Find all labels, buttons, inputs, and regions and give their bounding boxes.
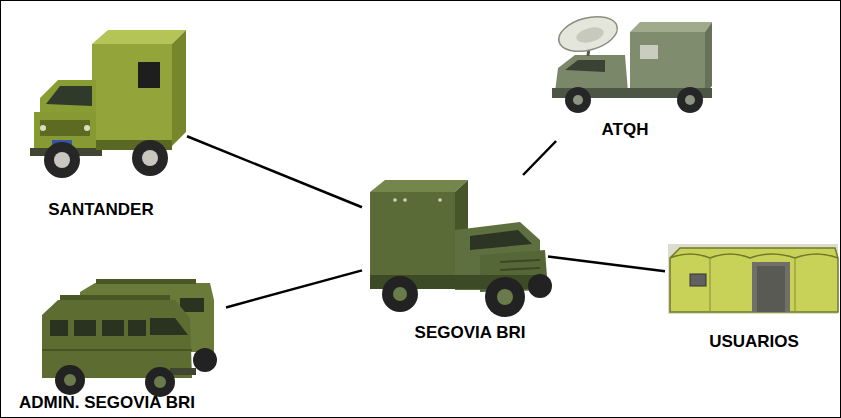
admin-vans-part <box>64 374 76 386</box>
admin-vans-part <box>154 376 166 388</box>
atqh-vehicle-part <box>575 25 606 46</box>
segovia-bri-truck-part <box>393 198 397 202</box>
users-tent-part <box>670 254 838 258</box>
atqh-vehicle-part <box>573 95 583 105</box>
vehicle-node: USUARIOS <box>665 240 837 353</box>
vehicle-node: SANTANDER <box>15 25 187 221</box>
admin-vans-part <box>74 320 96 336</box>
santander-truck-part <box>40 125 46 131</box>
atqh-vehicle-part <box>630 32 705 94</box>
santander-truck-part <box>172 30 186 146</box>
admin-vans-part <box>180 298 204 312</box>
users-tent <box>668 244 838 314</box>
segovia-bri-truck-part <box>370 180 468 192</box>
atqh-vehicle-part <box>677 87 703 113</box>
santander-truck-part <box>40 120 90 136</box>
node-label: SANTANDER <box>46 199 156 221</box>
admin-vans-part <box>193 348 217 372</box>
admin-vans-part <box>150 318 188 335</box>
segovia-bri-truck-part <box>438 198 442 202</box>
node-label: SEGOVIA BRI <box>413 322 528 344</box>
admin-vans-part <box>42 349 192 351</box>
vehicle-caption: SANTANDER <box>46 199 156 221</box>
admin-vans-part <box>170 368 196 375</box>
santander-truck-part <box>54 152 70 168</box>
node-label: ADMIN. SEGOVIA BRI <box>17 392 197 414</box>
admin-vans-part <box>60 295 170 300</box>
vehicle-caption: ADMIN. SEGOVIA BRI <box>17 392 197 414</box>
santander-truck-part <box>142 150 158 166</box>
users-tent-part <box>690 274 706 286</box>
admin-vans-part <box>50 320 68 336</box>
segovia-bri-truck-part <box>497 289 513 305</box>
users-tent-part <box>709 258 710 312</box>
segovia-bri-truck-part <box>403 198 407 202</box>
vehicle-caption: ATQH <box>600 119 651 141</box>
users-tent-part <box>668 244 838 314</box>
node-label: ATQH <box>600 119 651 141</box>
santander-truck-part <box>40 80 96 112</box>
santander-truck-part <box>84 125 90 131</box>
segovia-bri-truck-part <box>470 230 532 250</box>
users-tent-part <box>752 262 790 312</box>
segovia-bri-truck <box>370 180 552 317</box>
atqh-vehicle-part <box>555 55 628 92</box>
admin-vans-part <box>96 279 196 284</box>
atqh-vehicle-part <box>685 95 695 105</box>
vehicle-node: SEGOVIA BRI <box>362 175 548 344</box>
atqh-vehicle-part <box>565 87 591 113</box>
node-label: USUARIOS <box>707 331 801 353</box>
santander-truck-part <box>46 86 92 106</box>
users-tent-part <box>670 248 838 312</box>
atqh-vehicle-part <box>630 22 712 32</box>
connector-line <box>523 141 556 175</box>
segovia-bri-truck-part <box>500 268 540 270</box>
atqh-vehicle-part <box>565 60 605 72</box>
atqh-vehicle-part <box>555 11 621 57</box>
admin-vans <box>42 279 217 397</box>
santander-truck-part <box>132 140 168 176</box>
admin-vans-part <box>55 365 85 395</box>
connector-line <box>226 270 362 307</box>
segovia-bri-truck-part <box>393 287 407 301</box>
connector-line <box>187 136 362 207</box>
connector-line <box>548 257 665 272</box>
atqh-vehicle-part <box>640 45 658 59</box>
segovia-bri-truck-part <box>382 276 418 312</box>
admin-vans-part <box>145 367 175 397</box>
admin-vans-part <box>102 320 124 336</box>
vehicle-caption: SEGOVIA BRI <box>413 322 528 344</box>
segovia-bri-truck-part <box>370 192 455 277</box>
santander-truck-part <box>44 142 80 178</box>
segovia-bri-truck-part <box>485 277 525 317</box>
vehicle-caption: USUARIOS <box>707 331 801 353</box>
santander-truck-part <box>138 62 160 88</box>
users-tent-part <box>794 258 795 312</box>
segovia-bri-truck-part <box>500 260 540 262</box>
admin-vans-part <box>128 320 146 336</box>
vehicle-node: ADMIN. SEGOVIA BRI <box>4 276 226 414</box>
santander-truck-part <box>92 44 172 146</box>
santander-truck-part <box>92 30 186 44</box>
santander-truck <box>30 30 186 178</box>
atqh-vehicle <box>552 11 712 113</box>
users-tent-part <box>757 266 785 312</box>
atqh-vehicle-part <box>705 22 712 94</box>
vehicle-node: ATQH <box>545 15 715 141</box>
segovia-bri-truck-part <box>528 274 552 298</box>
